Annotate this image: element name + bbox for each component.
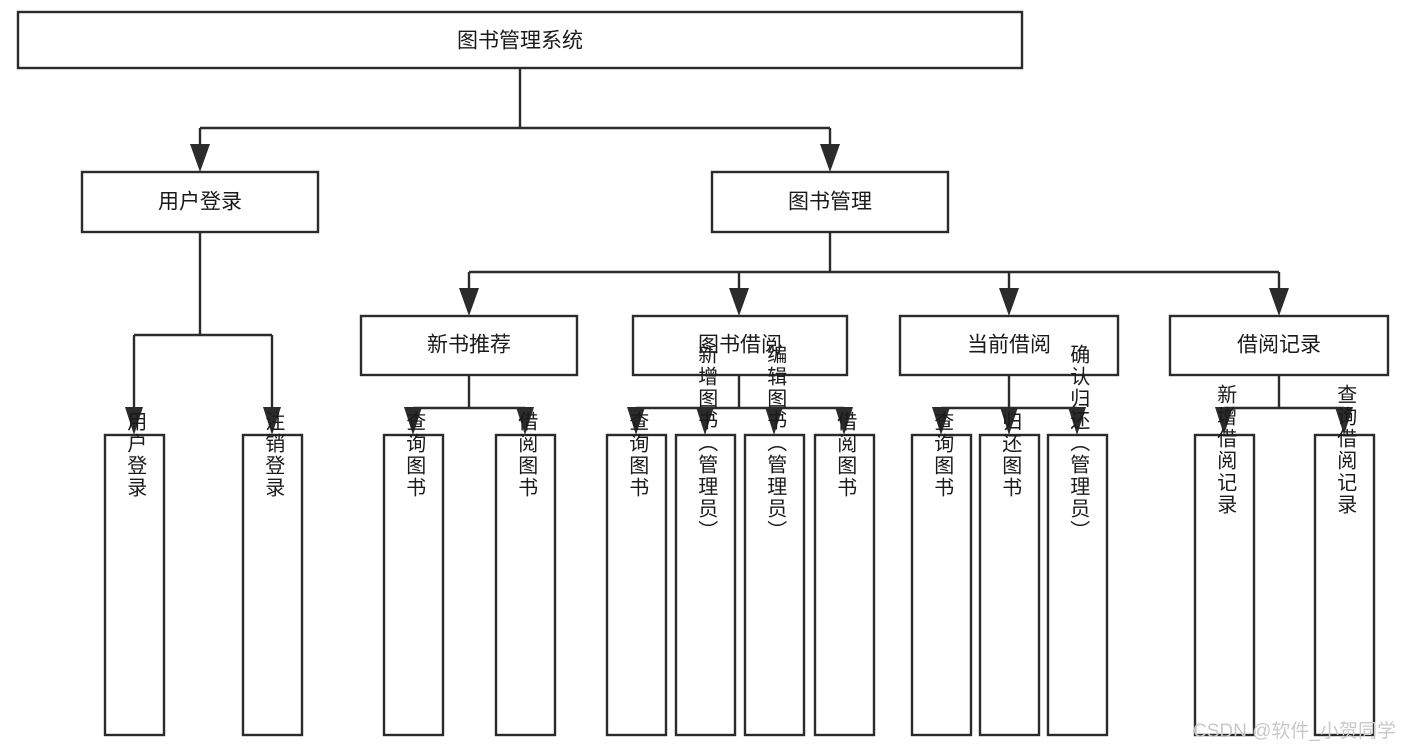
node-new-book-recommend[interactable]: 新书推荐 [359,314,579,377]
node-borrow-record-box[interactable] [1168,314,1390,377]
leaf-label: 新增图书（管理员） [695,344,718,542]
leaf-box[interactable] [605,433,668,737]
leaf-box[interactable] [1313,433,1376,737]
arrowhead-book-borrow-leaf-2 [696,407,714,435]
leaf-box[interactable] [910,433,973,737]
leaf-book-borrow-edit-book-admin[interactable]: 编辑图书（管理员） [743,344,806,737]
arrowhead-current-borrow-leaf-2 [1000,407,1018,435]
arrowhead-level2-3 [999,288,1019,316]
leaf-box[interactable] [743,433,806,737]
node-borrow-record-label: 借阅记录 [1237,334,1321,357]
node-book-borrow-label: 图书借阅 [698,334,782,357]
node-root-label: 图书管理系统 [457,30,583,53]
leaf-user-login-user-login[interactable]: 用户登录 [103,411,166,737]
arrowhead-level2-1 [459,288,479,316]
connector-layer [125,68,1353,435]
leaf-label: 确认归还（管理员） [1067,344,1090,542]
node-new-book-recommend-box[interactable] [359,314,579,377]
csdn-watermark: CSDN @软件_小贺同学 [1193,720,1396,742]
leaf-box[interactable] [674,433,737,737]
node-user-login[interactable]: 用户登录 [80,170,320,234]
leaf-borrow-record-query-record[interactable]: 查询借阅记录 [1313,384,1376,737]
leaf-user-login-logout[interactable]: 注销登录 [241,411,304,737]
arrowhead-new-book-leaf-1 [404,407,422,435]
leaf-box[interactable] [1193,433,1256,737]
leaf-borrow-record-add-record[interactable]: 新增借阅记录 [1193,384,1256,737]
leaf-label: 新增借阅记录 [1214,384,1237,516]
leaf-label: 借阅图书 [834,411,857,499]
arrowhead-book-mgmt [820,144,840,172]
node-current-borrow-label: 当前借阅 [967,334,1051,357]
arrowhead-level2-2 [729,288,749,316]
arrowhead-current-borrow-leaf-1 [932,407,950,435]
leaf-box[interactable] [978,433,1041,737]
leaf-box[interactable] [103,433,166,737]
leaf-box[interactable] [1046,433,1109,737]
node-book-borrow-box[interactable] [631,314,849,377]
node-root-box[interactable] [16,10,1024,70]
arrowhead-leaf-user-login-2 [263,407,281,435]
node-book-management-box[interactable] [710,170,950,234]
arrowhead-book-borrow-leaf-3 [765,407,783,435]
arrowhead-level2-4 [1269,288,1289,316]
leaf-box[interactable] [241,433,304,737]
leaf-label: 归还图书 [999,411,1022,499]
leaf-current-borrow-confirm-return-admin[interactable]: 确认归还（管理员） [1046,344,1109,737]
leaf-current-borrow-query-book[interactable]: 查询图书 [910,411,973,737]
leaf-label: 编辑图书（管理员） [764,344,787,542]
node-borrow-record[interactable]: 借阅记录 [1168,314,1390,377]
leaf-label: 查询借阅记录 [1334,384,1357,516]
arrowhead-borrow-record-leaf-2 [1335,407,1353,435]
node-current-borrow[interactable]: 当前借阅 [898,314,1120,377]
leaf-new-book-borrow-book[interactable]: 借阅图书 [494,411,557,737]
leaf-label: 查询图书 [403,411,426,499]
arrowhead-borrow-record-leaf-1 [1215,407,1233,435]
node-user-login-box[interactable] [80,170,320,234]
arrowhead-new-book-leaf-2 [516,407,534,435]
node-root[interactable]: 图书管理系统 [16,10,1024,70]
arrowhead-leaf-user-login-1 [125,407,143,435]
leaf-book-borrow-query-book[interactable]: 查询图书 [605,411,668,737]
leaf-label: 注销登录 [262,411,285,499]
arrowhead-book-borrow-leaf-1 [627,407,645,435]
leaf-label: 查询图书 [931,411,954,499]
leaf-label: 用户登录 [124,411,147,499]
leaf-box[interactable] [494,433,557,737]
leaf-label: 查询图书 [626,411,649,499]
node-book-management-label: 图书管理 [788,191,872,214]
leaf-label: 借阅图书 [515,411,538,499]
arrowhead-current-borrow-leaf-3 [1068,407,1086,435]
leaf-book-borrow-add-book-admin[interactable]: 新增图书（管理员） [674,344,737,737]
leaf-box[interactable] [813,433,876,737]
node-book-borrow[interactable]: 图书借阅 [631,314,849,377]
arrowhead-book-borrow-leaf-4 [835,407,853,435]
leaf-current-borrow-return-book[interactable]: 归还图书 [978,411,1041,737]
node-book-management[interactable]: 图书管理 [710,170,950,234]
node-user-login-label: 用户登录 [158,191,242,214]
leaf-box[interactable] [382,433,445,737]
node-new-book-recommend-label: 新书推荐 [427,334,511,357]
leaf-new-book-query-book[interactable]: 查询图书 [382,411,445,737]
node-current-borrow-box[interactable] [898,314,1120,377]
arrowhead-user-login [190,144,210,172]
leaf-book-borrow-borrow-book[interactable]: 借阅图书 [813,411,876,737]
